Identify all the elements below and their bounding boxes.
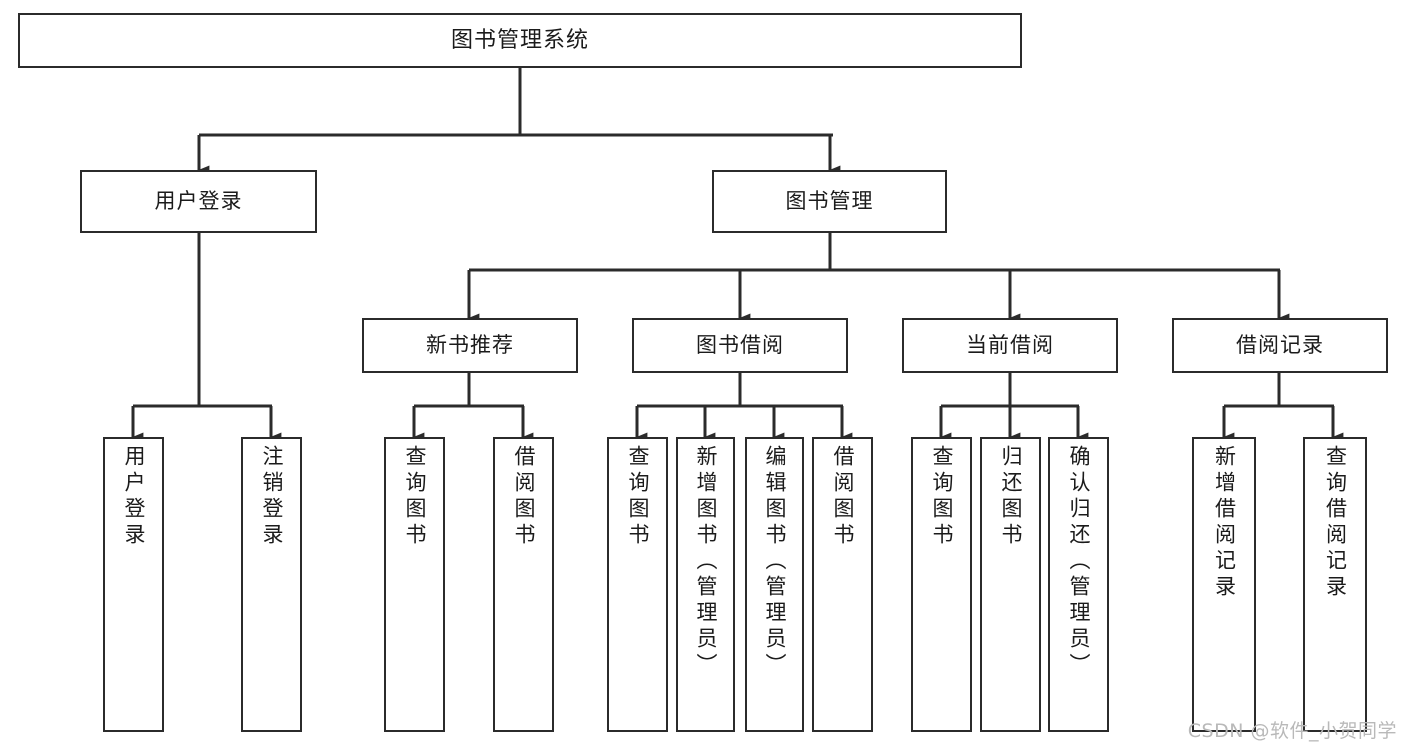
leaf-add-borrow-record[interactable]: 新增借阅记录 bbox=[1192, 437, 1256, 732]
node-label: 新书推荐 bbox=[426, 333, 514, 358]
node-label: 编辑图书（管理员） bbox=[763, 445, 787, 679]
node-label: 查询借阅记录 bbox=[1323, 445, 1348, 601]
node-book-borrow[interactable]: 图书借阅 bbox=[632, 318, 848, 373]
leaf-user-login[interactable]: 用户登录 bbox=[103, 437, 164, 732]
node-new-book-recommend[interactable]: 新书推荐 bbox=[362, 318, 578, 373]
node-label: 查询图书 bbox=[403, 445, 427, 549]
leaf-add-book-admin[interactable]: 新增图书（管理员） bbox=[676, 437, 735, 732]
leaf-query-book-current[interactable]: 查询图书 bbox=[911, 437, 972, 732]
node-label: 借阅记录 bbox=[1236, 333, 1324, 358]
leaf-edit-book-admin[interactable]: 编辑图书（管理员） bbox=[745, 437, 804, 732]
leaf-query-borrow-record[interactable]: 查询借阅记录 bbox=[1303, 437, 1367, 732]
node-current-borrow[interactable]: 当前借阅 bbox=[902, 318, 1118, 373]
node-label: 当前借阅 bbox=[966, 333, 1054, 358]
node-label: 用户登录 bbox=[122, 445, 146, 549]
leaf-confirm-return-admin[interactable]: 确认归还（管理员） bbox=[1048, 437, 1109, 732]
leaf-query-book-recommend[interactable]: 查询图书 bbox=[384, 437, 445, 732]
node-borrow-records[interactable]: 借阅记录 bbox=[1172, 318, 1388, 373]
leaf-query-book-borrow[interactable]: 查询图书 bbox=[607, 437, 668, 732]
node-label: 注销登录 bbox=[260, 445, 284, 549]
node-user-login[interactable]: 用户登录 bbox=[80, 170, 317, 233]
node-label: 图书管理 bbox=[785, 189, 874, 214]
node-label: 用户登录 bbox=[154, 189, 243, 214]
leaf-user-logout[interactable]: 注销登录 bbox=[241, 437, 302, 732]
leaf-borrow-book-recommend[interactable]: 借阅图书 bbox=[493, 437, 554, 732]
node-label: 借阅图书 bbox=[512, 445, 536, 549]
node-book-management[interactable]: 图书管理 bbox=[712, 170, 947, 233]
node-label: 归还图书 bbox=[999, 445, 1023, 549]
leaf-borrow-book[interactable]: 借阅图书 bbox=[812, 437, 873, 732]
node-label: 查询图书 bbox=[626, 445, 650, 549]
node-label: 借阅图书 bbox=[831, 445, 855, 549]
node-label: 新增借阅记录 bbox=[1212, 445, 1237, 601]
node-label: 新增图书（管理员） bbox=[694, 445, 718, 679]
node-label: 图书管理系统 bbox=[450, 27, 589, 53]
node-label: 确认归还（管理员） bbox=[1067, 445, 1091, 679]
node-label: 查询图书 bbox=[930, 445, 954, 549]
node-label: 图书借阅 bbox=[696, 333, 784, 358]
node-root-system[interactable]: 图书管理系统 bbox=[18, 13, 1022, 68]
leaf-return-book[interactable]: 归还图书 bbox=[980, 437, 1041, 732]
